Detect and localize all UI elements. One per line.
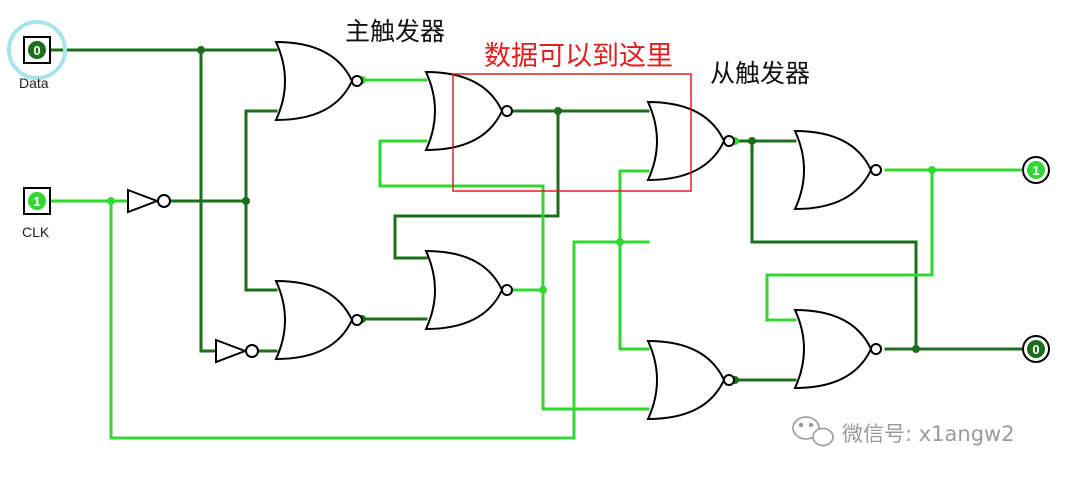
- gates: [274, 40, 882, 421]
- input-label-data: Data: [19, 75, 49, 91]
- nor-gate-slave-bottom[interactable]: [646, 339, 735, 421]
- wechat-icon: [792, 416, 834, 447]
- nor-gate-slave-latch-bottom[interactable]: [793, 308, 882, 390]
- wire: [378, 139, 545, 292]
- nor-gate-master-top[interactable]: [274, 40, 363, 122]
- junction-dot: [928, 166, 936, 174]
- not-gate-clk[interactable]: [127, 188, 171, 214]
- input-pin-clk[interactable]: 1: [23, 187, 51, 215]
- wire: [750, 139, 918, 244]
- wire: [244, 109, 278, 292]
- wire: [541, 288, 650, 411]
- watermark-text: 微信号: x1angw2: [842, 422, 1015, 446]
- junction-dot: [554, 107, 562, 115]
- annotation-box: [452, 73, 692, 192]
- junction-dot: [197, 46, 205, 54]
- not-gate-data[interactable]: [215, 338, 259, 364]
- wire: [393, 109, 560, 260]
- slave-flipflop-label: 从触发器: [710, 59, 811, 88]
- wires-low: [45, 48, 1024, 382]
- wire: [618, 169, 650, 351]
- selection-halo: [7, 20, 67, 80]
- master-flipflop-label: 主触发器: [345, 17, 446, 46]
- junction-dot: [616, 238, 624, 246]
- wire: [109, 199, 650, 440]
- nor-gate-master-latch-bottom[interactable]: [424, 249, 513, 331]
- nor-gate-master-bottom[interactable]: [274, 279, 363, 361]
- input-pin-data[interactable]: 0: [23, 36, 51, 64]
- output-pin-q-bar: 0: [1022, 335, 1050, 363]
- nor-gate-slave-latch-top[interactable]: [793, 129, 882, 211]
- output-pin-value: 1: [1032, 163, 1039, 178]
- wires-high: [45, 78, 1024, 440]
- junction-dot: [107, 197, 115, 205]
- wire: [199, 48, 218, 353]
- output-pin-value: 0: [1032, 342, 1039, 357]
- wire: [765, 168, 934, 322]
- annotation-label: 数据可以到这里: [484, 41, 673, 72]
- junction-dot: [912, 345, 920, 353]
- nor-gate-master-latch-top[interactable]: [424, 70, 513, 152]
- junction-dot: [242, 197, 250, 205]
- input-pin-value: 0: [33, 43, 40, 58]
- junction-dot: [539, 286, 547, 294]
- input-pin-value: 1: [33, 194, 40, 209]
- junction-dot: [748, 137, 756, 145]
- output-pin-q: 1: [1022, 156, 1050, 184]
- nor-gate-slave-top[interactable]: [646, 100, 735, 182]
- input-label-clk: CLK: [22, 224, 50, 240]
